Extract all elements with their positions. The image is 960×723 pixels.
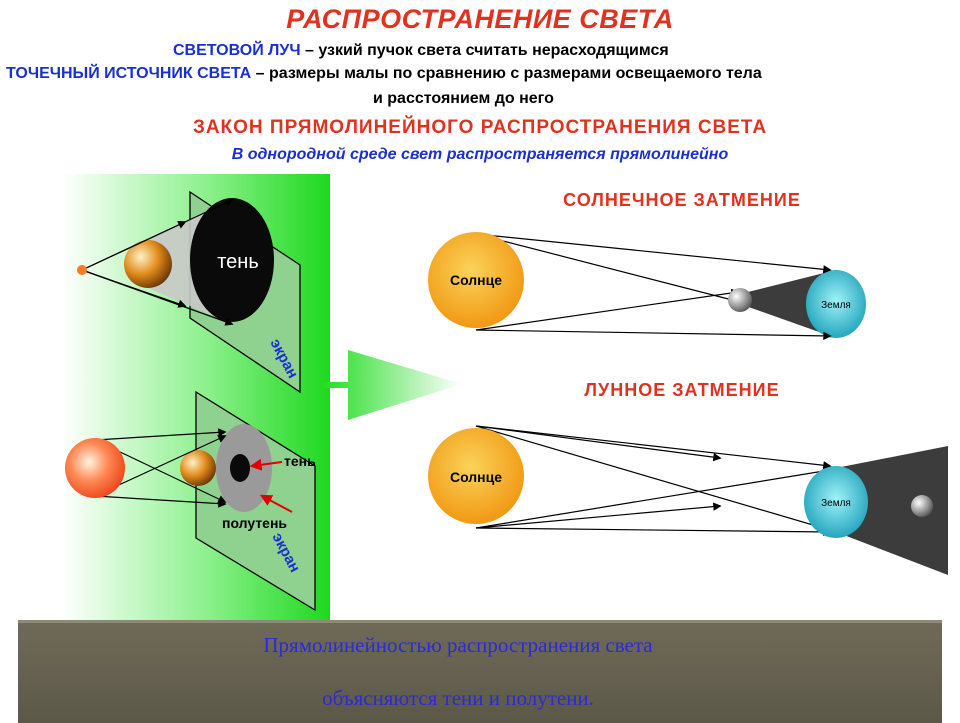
transition-arrow	[322, 350, 462, 420]
definition-term: СВЕТОВОЙ ЛУЧ	[173, 42, 301, 59]
sun-label: Солнце	[450, 272, 502, 288]
moon-circle	[911, 495, 933, 517]
page-title: РАСПРОСТРАНЕНИЕ СВЕТА	[286, 4, 674, 34]
earth-circle	[806, 270, 866, 338]
shadow-ellipse	[190, 198, 274, 322]
lunar-eclipse-title: ЛУННОЕ ЗАТМЕНИЕ	[584, 380, 779, 400]
law-statement: В однородной среде свет распространяется…	[231, 146, 729, 163]
law-title: ЗАКОН ПРЯМОЛИНЕЙНОГО РАСПРОСТРАНЕНИЯ СВЕ…	[192, 117, 768, 138]
sun-circle	[428, 428, 524, 524]
point-light-source	[77, 265, 87, 275]
footer-banner: Прямолинейностью распространения света о…	[18, 620, 942, 723]
sun-label: Солнце	[450, 469, 502, 485]
sun-circle	[428, 232, 524, 328]
lunar-eclipse-scene: ЛУННОЕ ЗАТМЕНИЕ Солнце Земля	[428, 380, 948, 575]
shadow-ellipse	[230, 454, 250, 482]
definition-text: – узкий пучок света считать нерасходящим…	[300, 42, 669, 59]
extended-source-penumbra-scene: тень полутень экран	[65, 390, 316, 612]
extended-light-source	[65, 438, 125, 498]
shadow-eclipse-diagram: тень экран тень полутень экран СОЛНЕЧНОЕ…	[62, 174, 948, 620]
definition-light-ray: СВЕТОВОЙ ЛУЧ – узкий пучок света считать…	[173, 42, 669, 60]
shadow-label: тень	[284, 453, 316, 469]
footer-line-2: объясняются тени и полутени.	[322, 686, 594, 710]
moon-circle	[728, 288, 752, 312]
earth-label: Земля	[821, 300, 851, 311]
earth-circle	[804, 466, 868, 538]
earth-label: Земля	[821, 498, 851, 509]
opaque-ball	[180, 450, 216, 486]
penumbra-label: полутень	[222, 515, 287, 531]
footer-line-1: Прямолинейностью распространения света	[263, 633, 653, 657]
shadow-label: тень	[217, 251, 259, 273]
solar-eclipse-title: СОЛНЕЧНОЕ ЗАТМЕНИЕ	[563, 190, 801, 210]
solar-eclipse-scene: СОЛНЕЧНОЕ ЗАТМЕНИЕ Земля Солнце	[428, 190, 866, 341]
opaque-ball	[124, 240, 172, 288]
earth-shadow-cone	[836, 446, 948, 575]
definition-continuation: и расстоянием до него	[373, 90, 554, 107]
definition-point-source: ТОЧЕЧНЫЙ ИСТОЧНИК СВЕТА – размеры малы п…	[6, 65, 762, 83]
definition-text: – размеры малы по сравнению с размерами …	[251, 65, 762, 82]
point-source-shadow-scene: тень экран	[77, 190, 301, 394]
definition-term: ТОЧЕЧНЫЙ ИСТОЧНИК СВЕТА	[6, 65, 252, 82]
